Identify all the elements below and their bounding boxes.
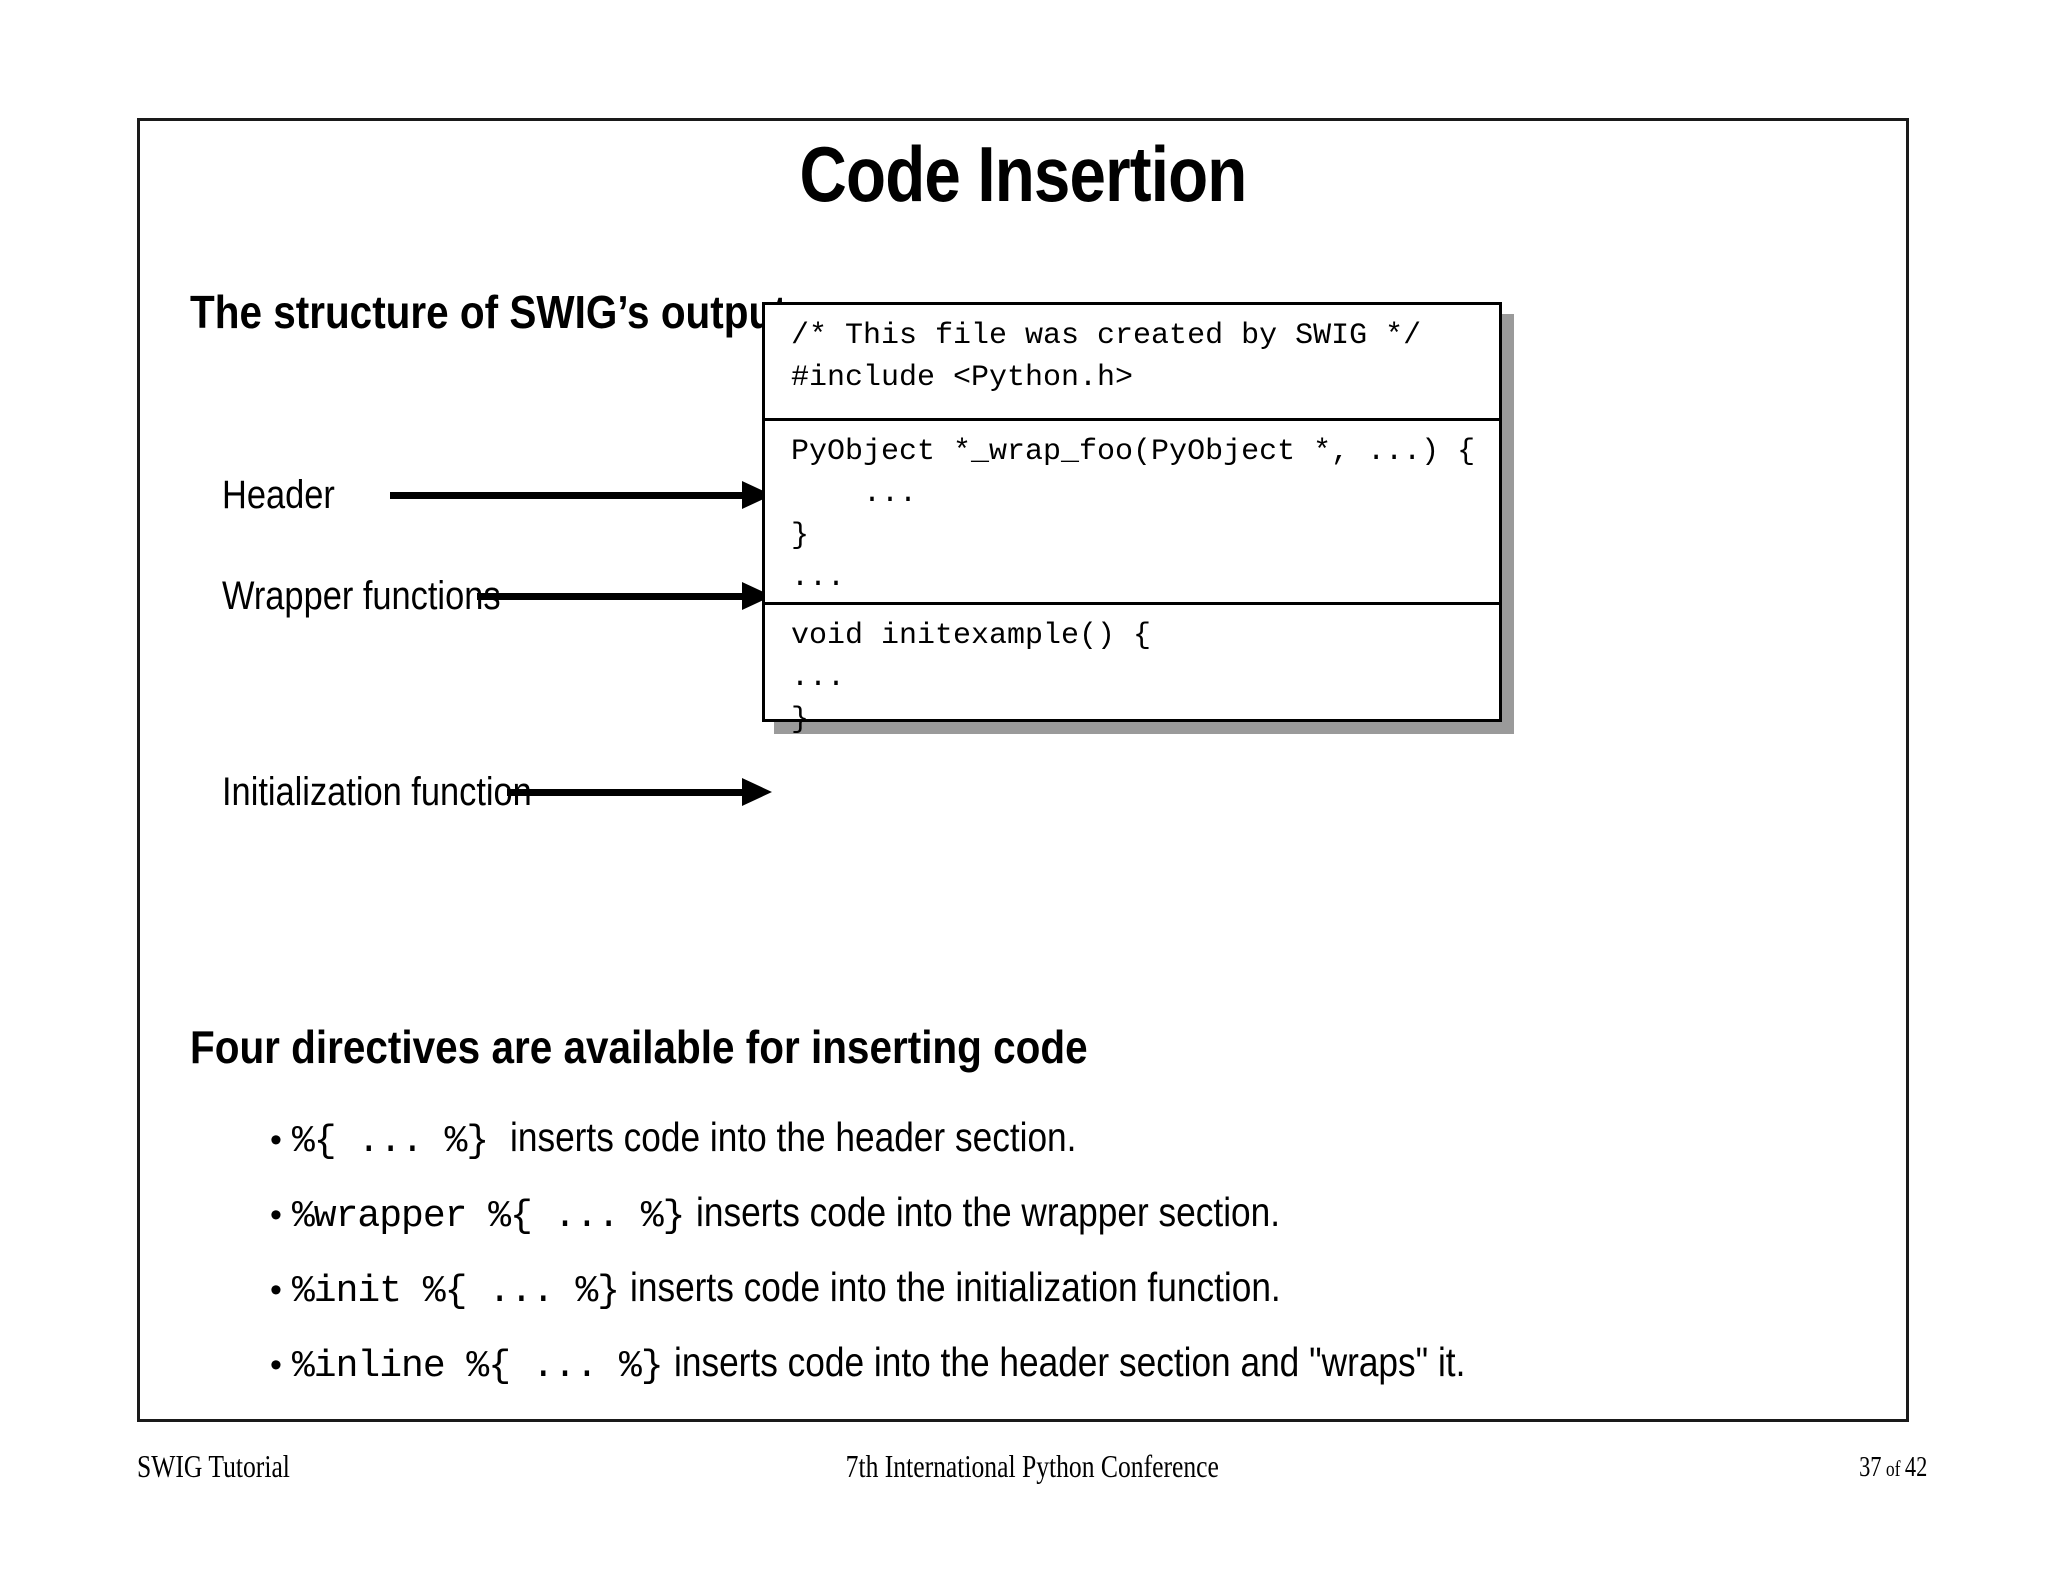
arrow-shaft <box>390 492 742 499</box>
arrow-shaft <box>507 789 742 796</box>
bullet-dot-icon: • <box>270 1121 282 1159</box>
footer-center-text: 7th International Python Conference <box>137 1448 1927 1485</box>
arrow-initialization-icon <box>507 778 772 806</box>
code-section-wrapper: PyObject *_wrap_foo(PyObject *, ...) { .… <box>765 421 1499 605</box>
section-heading-structure: The structure of SWIG’s output <box>190 286 787 338</box>
list-item: • %init %{ ... %} inserts code into the i… <box>270 1250 1870 1325</box>
footer-left-text: SWIG Tutorial <box>137 1448 290 1484</box>
diagram-label-wrapper-functions: Wrapper functions <box>222 574 501 618</box>
page-title: Code Insertion <box>799 130 1248 218</box>
directive-code: %{ ... %} <box>292 1120 489 1163</box>
bullet-dot-icon: • <box>270 1346 282 1384</box>
directive-code: %init %{ ... %} <box>292 1270 620 1313</box>
directive-bullet-list: • %{ ... %} inserts code into the header … <box>270 1100 1870 1400</box>
list-item: • %wrapper %{ ... %} inserts code into th… <box>270 1175 1870 1250</box>
page-total: 42 <box>1904 1452 1927 1483</box>
arrow-wrapper-icon <box>477 582 772 610</box>
page-number: 37 <box>1858 1452 1882 1483</box>
generated-code-box: /* This file was created by SWIG */ #inc… <box>762 302 1502 737</box>
diagram-label-header: Header <box>222 473 335 517</box>
section-heading-directives: Four directives are available for insert… <box>190 1021 1088 1073</box>
arrow-header-icon <box>390 481 772 509</box>
swig-output-diagram: Header Wrapper functions Initialization … <box>137 302 1909 970</box>
directive-description: inserts code into the header section. <box>510 1114 1077 1160</box>
code-section-header: /* This file was created by SWIG */ #inc… <box>765 305 1499 421</box>
directive-code: %inline %{ ... %} <box>292 1345 664 1388</box>
directive-description: inserts code into the initialization fun… <box>630 1264 1281 1310</box>
code-section-init: void initexample() { ... } <box>765 605 1499 737</box>
arrow-head <box>742 778 772 806</box>
diagram-label-initialization-function: Initialization function <box>222 770 532 814</box>
directive-description: inserts code into the header section and… <box>673 1339 1466 1385</box>
list-item: • %{ ... %} inserts code into the header … <box>270 1100 1870 1175</box>
footer-page-indicator: 37 of 42 <box>1859 1452 1927 1484</box>
bullet-dot-icon: • <box>270 1271 282 1309</box>
slide-footer: SWIG Tutorial 7th International Python C… <box>137 1448 1927 1498</box>
directive-description: inserts code into the wrapper section. <box>695 1189 1280 1235</box>
directive-code: %wrapper %{ ... %} <box>292 1195 685 1238</box>
page-of-label: of <box>1881 1456 1905 1481</box>
list-item: • %inline %{ ... %} inserts code into the… <box>270 1325 1870 1400</box>
arrow-shaft <box>477 593 742 600</box>
footer-conference-name: 7th International Python Conference <box>845 1448 1219 1484</box>
bullet-dot-icon: • <box>270 1196 282 1234</box>
